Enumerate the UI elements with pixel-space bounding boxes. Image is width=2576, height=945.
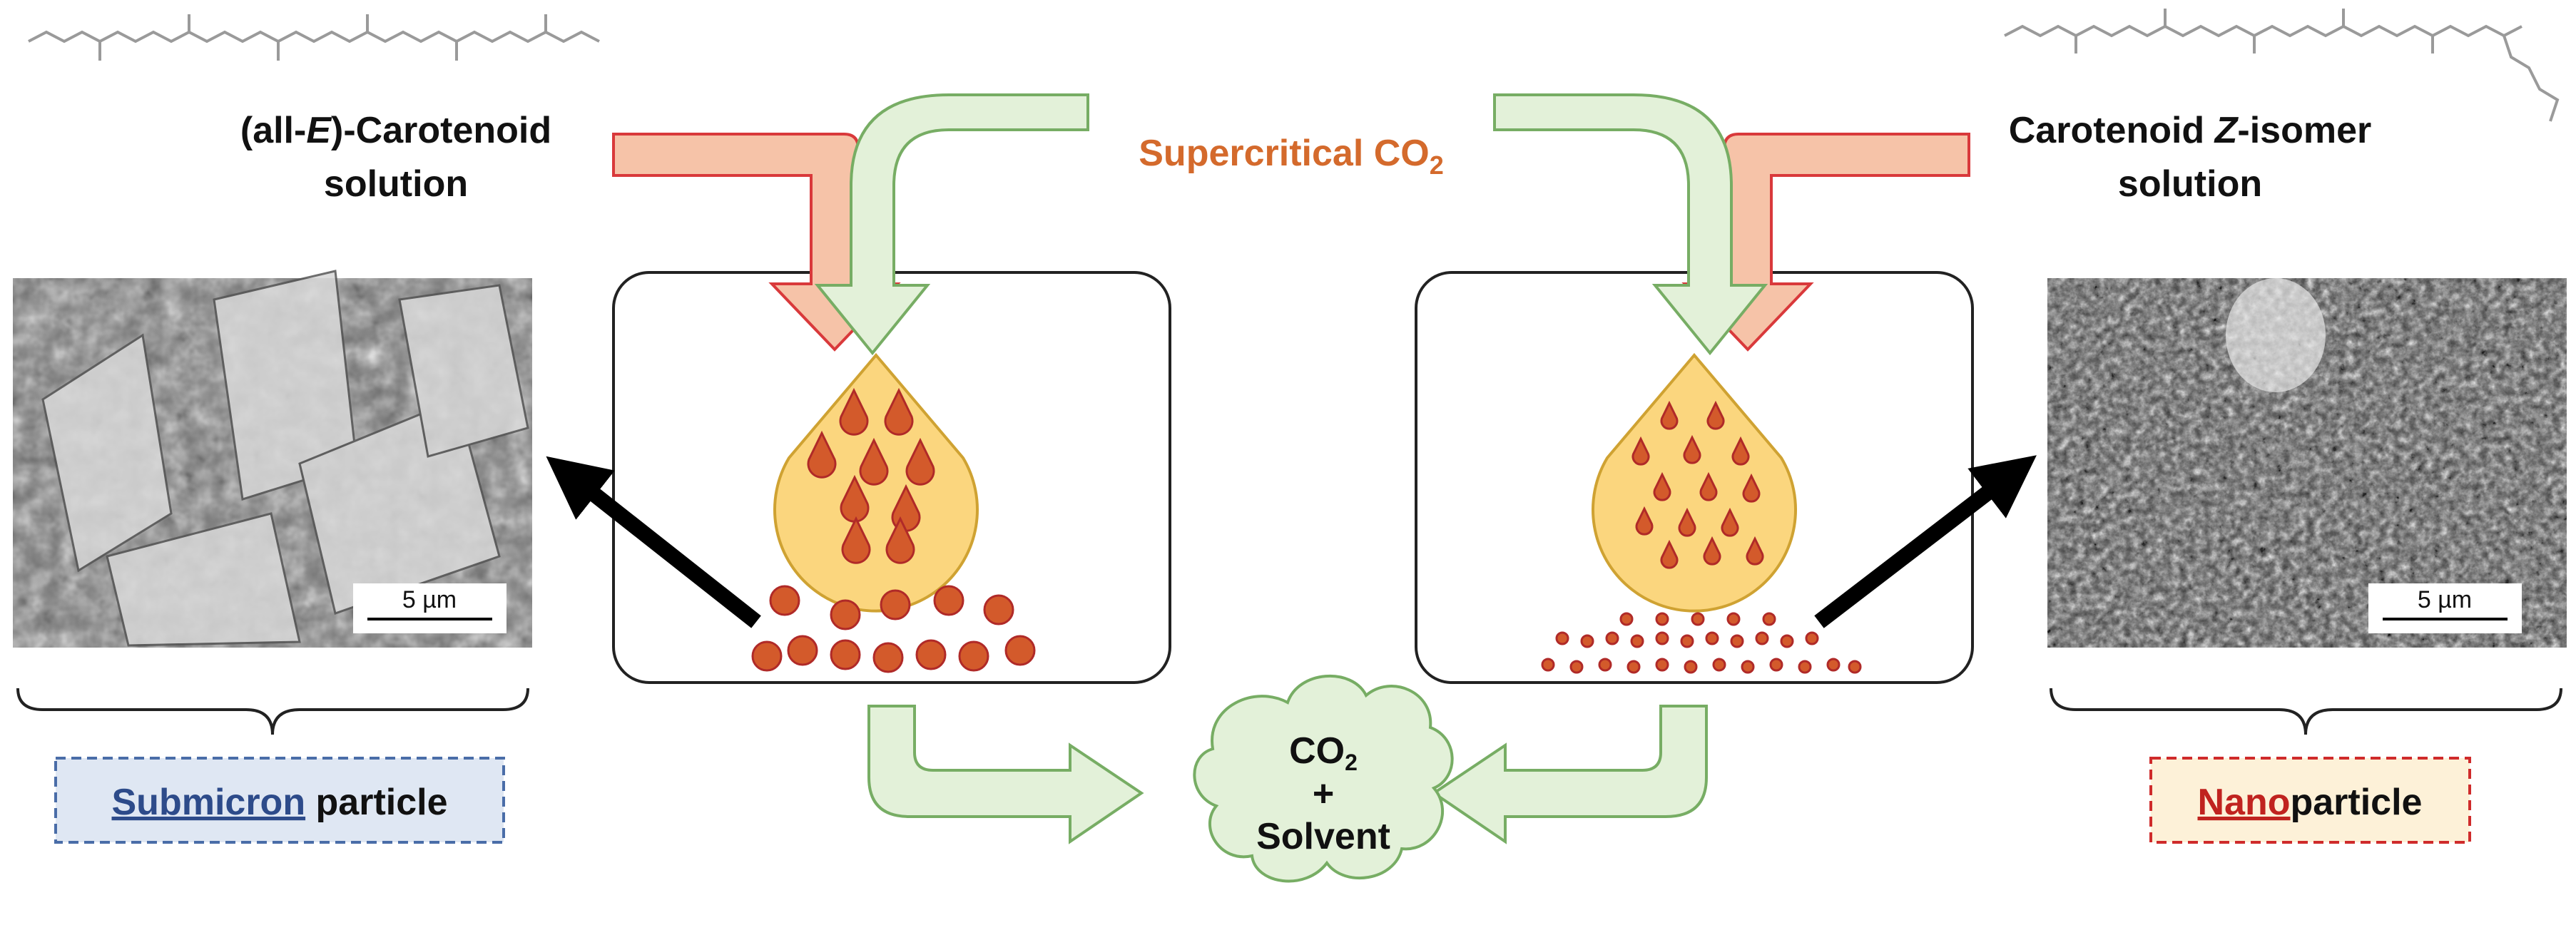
small-precipitate-drop bbox=[1731, 436, 1750, 466]
outflow-arrow-left bbox=[867, 705, 1144, 844]
cloud-solvent-label: Solvent bbox=[1256, 816, 1390, 857]
arrow-to-submicron-image bbox=[546, 456, 761, 628]
cloud-plus-label: + bbox=[1313, 773, 1334, 814]
supercritical-co2-label: Supercritical CO2 bbox=[1139, 133, 1444, 180]
nanoparticle-dot bbox=[1680, 634, 1694, 648]
nanoparticle-dot bbox=[1741, 660, 1755, 674]
nanoparticle-dot bbox=[1569, 660, 1584, 674]
all-e-solution-label-line2: solution bbox=[324, 163, 468, 205]
nanoparticle-dot bbox=[1762, 612, 1776, 626]
nanoparticle-dot bbox=[1655, 612, 1669, 626]
co2-arrow-right bbox=[1493, 93, 1768, 356]
nanoparticle-dot bbox=[1541, 658, 1555, 672]
submicron-particle bbox=[872, 642, 904, 673]
scale-bar-left: 5 µm bbox=[402, 586, 457, 613]
nanoparticles bbox=[1541, 612, 1862, 674]
arrow-to-nano-image bbox=[1814, 455, 2037, 628]
nanoparticle-dot bbox=[1780, 634, 1794, 648]
precipitate-drops-left bbox=[807, 387, 935, 564]
large-precipitate-drop bbox=[839, 387, 869, 436]
large-precipitate-drop bbox=[884, 387, 914, 436]
brace-right bbox=[2050, 688, 2562, 735]
small-precipitate-drop bbox=[1683, 434, 1701, 464]
nanoparticle-dot bbox=[1580, 634, 1594, 648]
nanoparticle-dot bbox=[1684, 660, 1698, 674]
submicron-particle bbox=[830, 639, 861, 670]
small-precipitate-drop bbox=[1678, 507, 1696, 537]
small-precipitate-drop bbox=[1706, 400, 1725, 430]
small-precipitate-drop bbox=[1660, 539, 1679, 569]
all-e-methyl-branches bbox=[98, 14, 547, 61]
nanoparticle-dot bbox=[1655, 658, 1669, 672]
submicron-particle bbox=[915, 639, 947, 670]
nanoparticle-dot bbox=[1605, 631, 1619, 645]
nanoparticle-label: Nanoparticle bbox=[2198, 782, 2423, 823]
small-precipitate-drop bbox=[1721, 507, 1739, 537]
outflow-arrow-right bbox=[1431, 705, 1708, 844]
submicron-particle bbox=[958, 640, 989, 672]
z-isomer-solution-label: Carotenoid Z-isomer bbox=[2009, 110, 2372, 151]
large-precipitate-drop bbox=[905, 437, 935, 486]
small-precipitate-drop bbox=[1660, 400, 1679, 430]
nanoparticle-dot bbox=[1726, 612, 1741, 626]
submicron-particle bbox=[751, 640, 783, 672]
nanoparticle-dot bbox=[1798, 660, 1812, 674]
submicron-particle bbox=[933, 585, 964, 616]
nanoparticle-dot bbox=[1705, 631, 1719, 645]
nanoparticle-dot bbox=[1755, 631, 1769, 645]
large-precipitate-drop bbox=[841, 516, 871, 564]
all-e-solution-label: (all-E)-Carotenoid bbox=[240, 110, 551, 151]
co2-arrow-left bbox=[814, 93, 1089, 356]
submicron-particle bbox=[830, 599, 861, 630]
nanoparticle-label-box bbox=[2149, 757, 2471, 844]
nanoparticle-dot bbox=[1712, 658, 1726, 672]
nanoparticle-dot bbox=[1598, 658, 1612, 672]
nanoparticle-dot bbox=[1805, 631, 1819, 645]
small-precipitate-drop bbox=[1742, 473, 1761, 503]
nanoparticle-dot bbox=[1691, 612, 1705, 626]
cloud-co2-label: CO2 bbox=[1289, 730, 1358, 775]
co2-solvent-cloud bbox=[1193, 674, 1454, 883]
nanoparticle-dot bbox=[1619, 612, 1634, 626]
small-precipitate-drop bbox=[1631, 436, 1650, 466]
nanoparticle-dot bbox=[1826, 658, 1841, 672]
submicron-particles bbox=[751, 585, 1036, 673]
all-e-carotenoid-structure bbox=[28, 30, 600, 44]
small-precipitate-drop bbox=[1703, 536, 1721, 566]
small-precipitate-drop bbox=[1653, 471, 1671, 501]
nanoparticle-dot bbox=[1630, 634, 1644, 648]
nanoparticle-dot bbox=[1626, 660, 1641, 674]
sem-image-submicron: 5 µm bbox=[13, 270, 532, 648]
submicron-particle-label: Submicron particle bbox=[112, 782, 448, 823]
large-precipitate-drop bbox=[885, 516, 915, 564]
submicron-particle bbox=[880, 589, 911, 620]
nanoparticle-dot bbox=[1730, 634, 1744, 648]
z-isomer-solution-label-line2: solution bbox=[2118, 163, 2262, 205]
small-precipitate-drop bbox=[1746, 536, 1764, 566]
nanoparticle-dot bbox=[1769, 658, 1783, 672]
precipitate-drops-right bbox=[1631, 400, 1764, 569]
nanoparticle-dot bbox=[1848, 660, 1862, 674]
submicron-particle bbox=[1004, 635, 1036, 666]
nanoparticle-dot bbox=[1555, 631, 1569, 645]
brace-left bbox=[16, 688, 529, 735]
nanoparticle-dot bbox=[1655, 631, 1669, 645]
z-isomer-branches bbox=[2074, 9, 2560, 122]
submicron-particle bbox=[983, 594, 1014, 625]
submicron-label-box bbox=[54, 757, 505, 844]
small-precipitate-drop bbox=[1635, 506, 1654, 536]
solution-droplet-right bbox=[1592, 352, 1797, 613]
scale-bar-right: 5 µm bbox=[2418, 586, 2472, 613]
large-precipitate-drop bbox=[859, 437, 889, 486]
sem-image-nanoparticle: 5 µm bbox=[2047, 278, 2567, 648]
large-precipitate-drop bbox=[807, 430, 837, 479]
submicron-particle bbox=[787, 635, 818, 666]
z-isomer-carotenoid-structure bbox=[2004, 24, 2522, 38]
submicron-particle bbox=[769, 585, 800, 616]
small-precipitate-drop bbox=[1699, 471, 1718, 501]
